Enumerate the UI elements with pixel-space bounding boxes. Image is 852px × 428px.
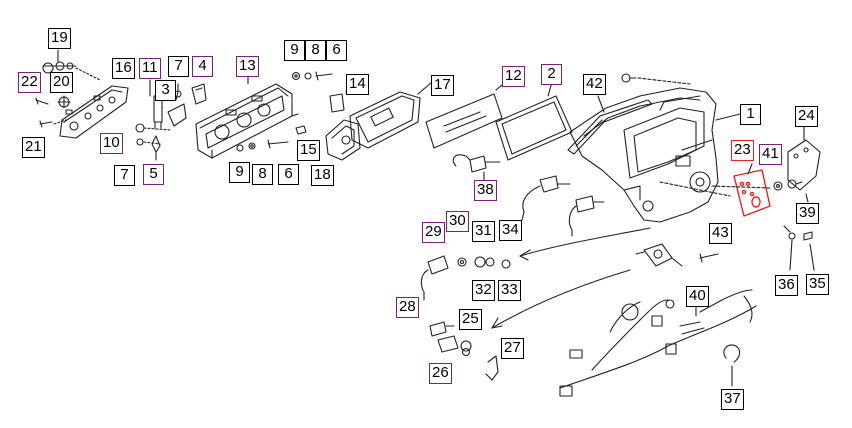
bolt-43[interactable] [699, 253, 719, 263]
washer-9-upper[interactable] [291, 71, 301, 81]
screw-6-lower[interactable] [267, 139, 289, 149]
callout-17[interactable]: 17 [431, 75, 454, 96]
bracket-27[interactable] [485, 355, 499, 381]
clip-5[interactable] [151, 135, 161, 161]
lcd-unit-17[interactable] [349, 91, 421, 149]
bush-31[interactable] [474, 256, 486, 268]
meter-housing-13[interactable] [195, 83, 299, 159]
callout-2[interactable]: 2 [541, 64, 562, 85]
callout-10[interactable]: 10 [100, 133, 123, 154]
switch-28[interactable] [429, 321, 455, 337]
callout-3[interactable]: 3 [155, 80, 176, 101]
callout-41[interactable]: 41 [759, 144, 782, 165]
callout-6-bottom[interactable]: 6 [278, 164, 299, 185]
screw-6-upper[interactable] [315, 71, 333, 81]
clip-37[interactable] [723, 344, 741, 363]
callout-25[interactable]: 25 [459, 309, 482, 330]
callout-28[interactable]: 28 [396, 297, 419, 318]
trim-42[interactable] [567, 99, 653, 155]
callout-38[interactable]: 38 [474, 180, 497, 201]
callout-8-top[interactable]: 8 [305, 40, 326, 61]
bulb-35[interactable] [803, 231, 813, 241]
callout-19[interactable]: 19 [48, 28, 71, 49]
clip-4[interactable] [191, 83, 207, 105]
callout-27[interactable]: 27 [501, 338, 524, 359]
glass-12[interactable] [425, 93, 503, 149]
lamp-42[interactable] [621, 73, 637, 83]
callout-29[interactable]: 29 [422, 222, 445, 243]
callout-30[interactable]: 30 [446, 211, 469, 232]
meter-unit-18[interactable] [325, 119, 361, 161]
bracket-3[interactable] [167, 91, 187, 127]
ignition-switch-43[interactable] [635, 243, 683, 267]
switch-panel-plate[interactable] [59, 85, 129, 139]
nut-30[interactable] [457, 257, 467, 267]
callout-4[interactable]: 4 [192, 56, 213, 77]
callout-43[interactable]: 43 [709, 223, 732, 244]
callout-22[interactable]: 22 [18, 72, 41, 93]
callout-36[interactable]: 36 [775, 275, 798, 296]
callout-31[interactable]: 31 [472, 221, 495, 242]
plate-23-highlighted[interactable] [733, 169, 771, 217]
callout-33[interactable]: 33 [498, 280, 521, 301]
knob-20[interactable] [57, 95, 71, 109]
callout-7-top[interactable]: 7 [168, 56, 189, 77]
switch-39[interactable] [787, 179, 803, 189]
nut-36[interactable] [788, 232, 796, 240]
callout-6-top[interactable]: 6 [326, 40, 347, 61]
knob-set-19[interactable] [42, 61, 77, 74]
callout-15[interactable]: 15 [297, 140, 320, 161]
ring-33[interactable] [501, 259, 511, 269]
callout-24[interactable]: 24 [795, 106, 818, 127]
callout-14[interactable]: 14 [346, 74, 369, 95]
nut-10[interactable] [135, 123, 171, 146]
callout-40[interactable]: 40 [686, 286, 709, 307]
callout-5[interactable]: 5 [143, 164, 164, 185]
callout-11[interactable]: 11 [139, 58, 161, 79]
callout-18[interactable]: 18 [311, 165, 334, 186]
harness-34[interactable] [521, 175, 571, 221]
wiring-harness-40[interactable] [559, 289, 757, 397]
switch-26[interactable] [437, 335, 472, 353]
connector-38[interactable] [452, 154, 501, 173]
cap-32[interactable] [485, 257, 495, 267]
callout-9-bottom[interactable]: 9 [229, 162, 250, 183]
callout-7-bottom[interactable]: 7 [114, 165, 135, 186]
callout-35[interactable]: 35 [806, 274, 829, 295]
callout-13[interactable]: 13 [236, 56, 259, 77]
bezel-2[interactable] [495, 95, 573, 161]
washer-8-lower[interactable] [248, 142, 256, 150]
callout-8-bottom[interactable]: 8 [252, 164, 273, 185]
washer-8-upper[interactable] [304, 72, 312, 80]
callout-9-top[interactable]: 9 [284, 40, 305, 61]
nut-25[interactable] [461, 347, 471, 357]
callout-1[interactable]: 1 [740, 104, 761, 125]
callout-34[interactable]: 34 [499, 220, 522, 241]
callout-32[interactable]: 32 [472, 280, 495, 301]
callout-42[interactable]: 42 [583, 74, 606, 95]
callout-26[interactable]: 26 [429, 363, 452, 384]
cover-24[interactable] [787, 139, 821, 191]
pin-15[interactable] [295, 125, 307, 135]
callout-16[interactable]: 16 [112, 58, 135, 79]
sensor-34-lower[interactable] [568, 195, 605, 237]
screw-21[interactable] [39, 120, 53, 128]
callout-23[interactable]: 23 [731, 140, 754, 161]
dash-panel-1[interactable] [569, 87, 719, 223]
screw-22[interactable] [35, 97, 49, 105]
callout-21[interactable]: 21 [22, 137, 45, 158]
callout-20[interactable]: 20 [50, 72, 73, 93]
washer-41[interactable] [773, 181, 783, 191]
washer-9-lower[interactable] [236, 144, 244, 152]
callout-12[interactable]: 12 [502, 66, 525, 87]
sensor-29[interactable] [420, 255, 449, 301]
callout-37[interactable]: 37 [721, 389, 744, 410]
callout-39[interactable]: 39 [796, 203, 819, 224]
